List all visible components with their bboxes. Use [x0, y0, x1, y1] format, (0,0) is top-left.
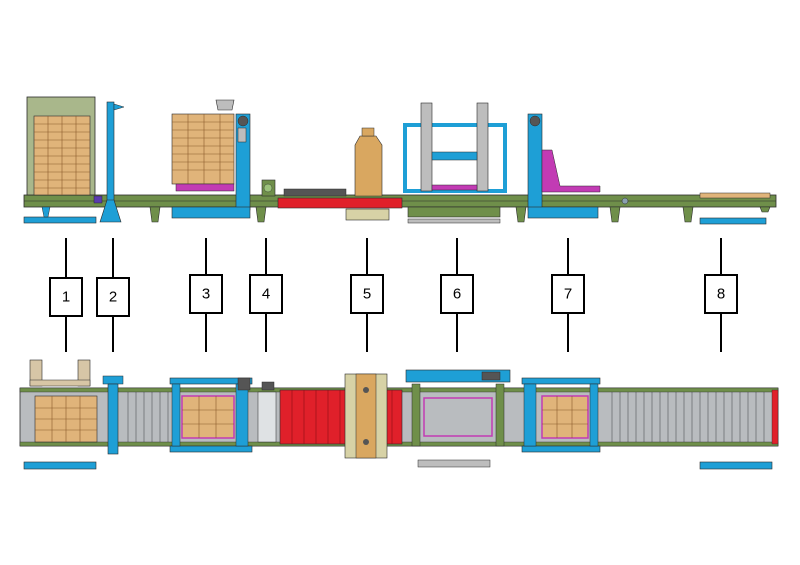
svg-text:4: 4 — [262, 286, 270, 303]
side-station-6-frame — [403, 102, 507, 224]
plan-station-2 — [102, 375, 124, 455]
station-label-6: 6 — [440, 274, 474, 314]
side-station-4-unit — [261, 179, 276, 197]
station-label-8: 8 — [704, 274, 738, 314]
svg-text:6: 6 — [453, 286, 461, 303]
svg-text:3: 3 — [202, 286, 210, 303]
plan-view — [19, 359, 779, 470]
plan-station-6 — [405, 369, 511, 468]
side-view — [23, 96, 777, 225]
station-label-4: 4 — [249, 274, 283, 314]
side-station-5-inspection — [277, 127, 403, 221]
side-conveyor-legs — [149, 206, 771, 223]
plan-station-4 — [257, 381, 277, 443]
side-station-7-stacker — [527, 113, 601, 219]
leader-lines — [65, 238, 722, 352]
svg-text:5: 5 — [363, 286, 371, 303]
svg-text:2: 2 — [109, 289, 117, 306]
station-label-5: 5 — [350, 274, 384, 314]
svg-text:8: 8 — [717, 286, 725, 303]
station-labels: 1 2 3 4 5 6 7 8 — [49, 274, 738, 317]
svg-text:7: 7 — [564, 286, 572, 303]
station-label-2: 2 — [96, 277, 130, 317]
side-station-2-pole — [93, 101, 125, 223]
station-label-7: 7 — [551, 274, 585, 314]
station-label-3: 3 — [189, 274, 223, 314]
plan-station-1 — [23, 359, 98, 470]
plan-station-8 — [699, 389, 779, 470]
plan-station-7 — [521, 377, 601, 453]
side-station-1-pallet-stack — [23, 96, 97, 224]
side-station-8-outfeed — [699, 192, 771, 225]
plan-rollers — [127, 390, 765, 444]
side-station-3-destacker — [171, 99, 251, 219]
plan-station-3 — [169, 377, 253, 453]
plan-station-5 — [279, 373, 403, 459]
station-label-1: 1 — [49, 277, 83, 317]
svg-text:1: 1 — [62, 289, 70, 306]
